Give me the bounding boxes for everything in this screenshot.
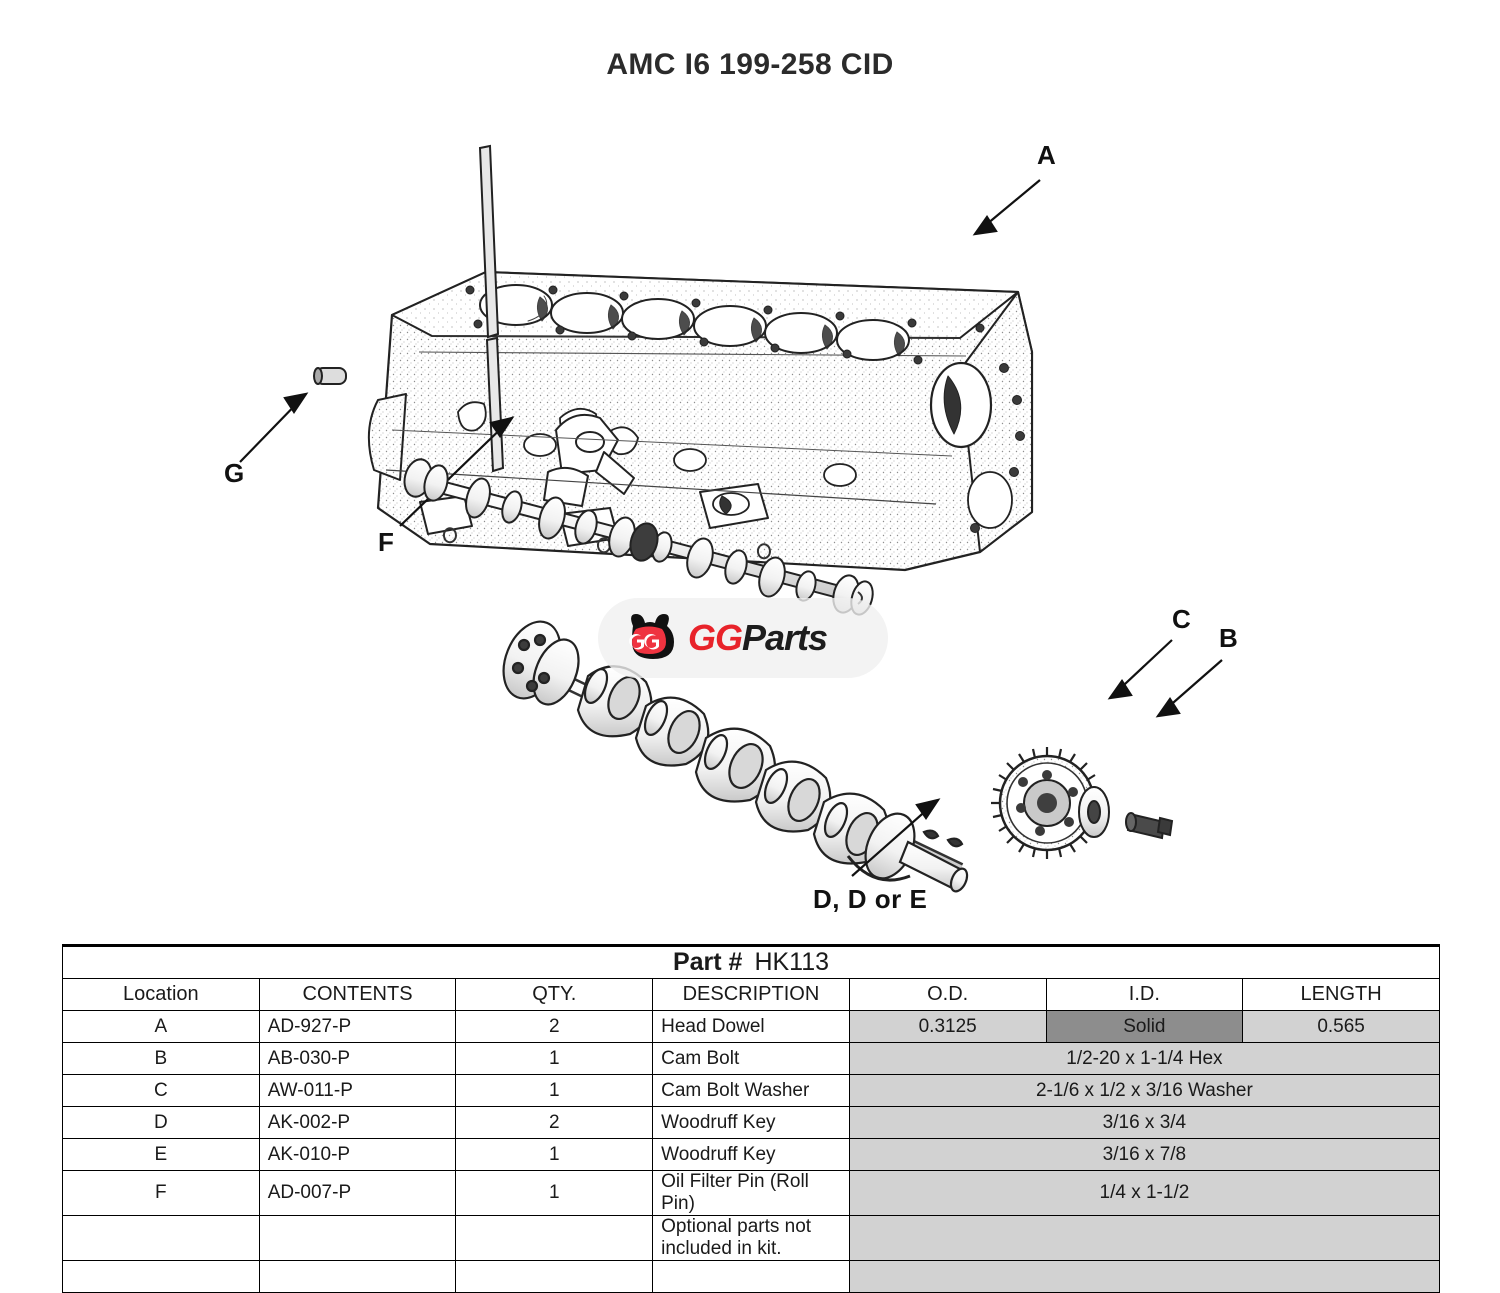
header-description: DESCRIPTION [652,978,850,1011]
header-location: Location [62,978,260,1011]
table-row: C AW-011-P 1 Cam Bolt Washer 2-1/6 x 1/2… [62,1074,1441,1107]
row-optional-parts-note: Optional parts not included in kit. [652,1215,850,1261]
row-qty: 1 [455,1042,654,1075]
row-location [62,1215,260,1261]
table-row [62,1260,1441,1293]
cam-bolt-washer-part-c [1078,786,1110,838]
engine-block-group [367,270,1034,572]
row-contents: AW-011-P [258,1074,457,1107]
header-id: I.D. [1045,978,1244,1011]
cam-bolt-part-b [1125,812,1174,840]
table-row: A AD-927-P 2 Head Dowel 0.3125 Solid 0.5… [62,1010,1440,1043]
table-header-row: Location CONTENTS QTY. DESCRIPTION O.D. … [62,978,1440,1011]
row-dimension-span [848,1215,1441,1261]
dipstick-tube [478,144,505,473]
part-number-label: Part # [672,948,743,976]
row-contents: AD-927-P [258,1010,457,1043]
row-contents [258,1215,457,1261]
row-qty: 2 [455,1010,654,1043]
callout-label-a: A [1037,140,1057,170]
part-number-row: Part # HK113 [62,944,1440,979]
row-qty: 1 [455,1138,654,1171]
table-row: E AK-010-P 1 Woodruff Key 3/16 x 7/8 [62,1138,1441,1171]
row-qty: 1 [455,1074,654,1107]
row-contents: AK-010-P [258,1138,457,1171]
engine-exploded-diagram [0,100,1500,930]
row-description: Cam Bolt Washer [652,1074,850,1107]
row-qty [455,1260,654,1293]
part-number-value: HK113 [754,948,830,976]
row-dimension-span: 3/16 x 7/8 [848,1138,1441,1171]
cam-sprocket-group [991,747,1103,859]
row-contents [258,1260,457,1293]
callout-leader-lines-lower [851,639,1223,877]
row-description: Woodruff Key [652,1106,850,1139]
row-description: Cam Bolt [652,1042,850,1075]
row-contents: AB-030-P [258,1042,457,1075]
table-row: F AD-007-P 1 Oil Filter Pin (Roll Pin) 1… [62,1170,1441,1216]
row-location: D [62,1106,260,1139]
row-od: 0.3125 [848,1010,1047,1043]
row-description: Head Dowel [652,1010,850,1043]
crankshaft-group [502,620,969,893]
row-qty [455,1215,654,1261]
row-dimension-span: 1/2-20 x 1-1/4 Hex [848,1042,1441,1075]
callout-label-d-e: D, D or E [813,884,928,914]
header-contents: CONTENTS [258,978,457,1011]
header-length: LENGTH [1242,978,1440,1011]
row-contents: AK-002-P [258,1106,457,1139]
row-description: Woodruff Key [652,1138,850,1171]
row-length: 0.565 [1242,1010,1440,1043]
part-number-cell: Part # HK113 [62,944,1440,979]
roll-pin-part-g [313,367,347,385]
table-row: D AK-002-P 2 Woodruff Key 3/16 x 3/4 [62,1106,1441,1139]
row-qty: 2 [455,1106,654,1139]
callout-label-b: B [1219,623,1239,653]
table-row: B AB-030-P 1 Cam Bolt 1/2-20 x 1-1/4 Hex [62,1042,1441,1075]
row-dimension-span: 1/4 x 1-1/2 [848,1170,1441,1216]
row-location: F [62,1170,260,1216]
table-row: Optional parts not included in kit. [62,1215,1441,1261]
row-location: E [62,1138,260,1171]
callout-label-f: F [378,527,395,557]
row-dimension-span: 3/16 x 3/4 [848,1106,1441,1139]
row-description [652,1260,850,1293]
row-contents: AD-007-P [258,1170,457,1216]
callout-leader-lines [239,179,1041,527]
callout-label-c: C [1172,604,1192,634]
page-title: AMC I6 199-258 CID [606,48,894,81]
parts-table: Part # HK113 Location CONTENTS QTY. DESCR… [62,944,1441,1293]
row-location: A [62,1010,260,1043]
row-location: B [62,1042,260,1075]
row-location [62,1260,260,1293]
header-qty: QTY. [455,978,654,1011]
camshaft-group [403,458,874,616]
callout-label-g: G [224,458,245,488]
header-od: O.D. [848,978,1047,1011]
row-dimension-span: 2-1/6 x 1/2 x 3/16 Washer [848,1074,1441,1107]
row-location: C [62,1074,260,1107]
row-id: Solid [1045,1010,1244,1043]
row-dimension-span [848,1260,1441,1293]
row-description: Oil Filter Pin (Roll Pin) [652,1170,850,1216]
row-qty: 1 [455,1170,654,1216]
